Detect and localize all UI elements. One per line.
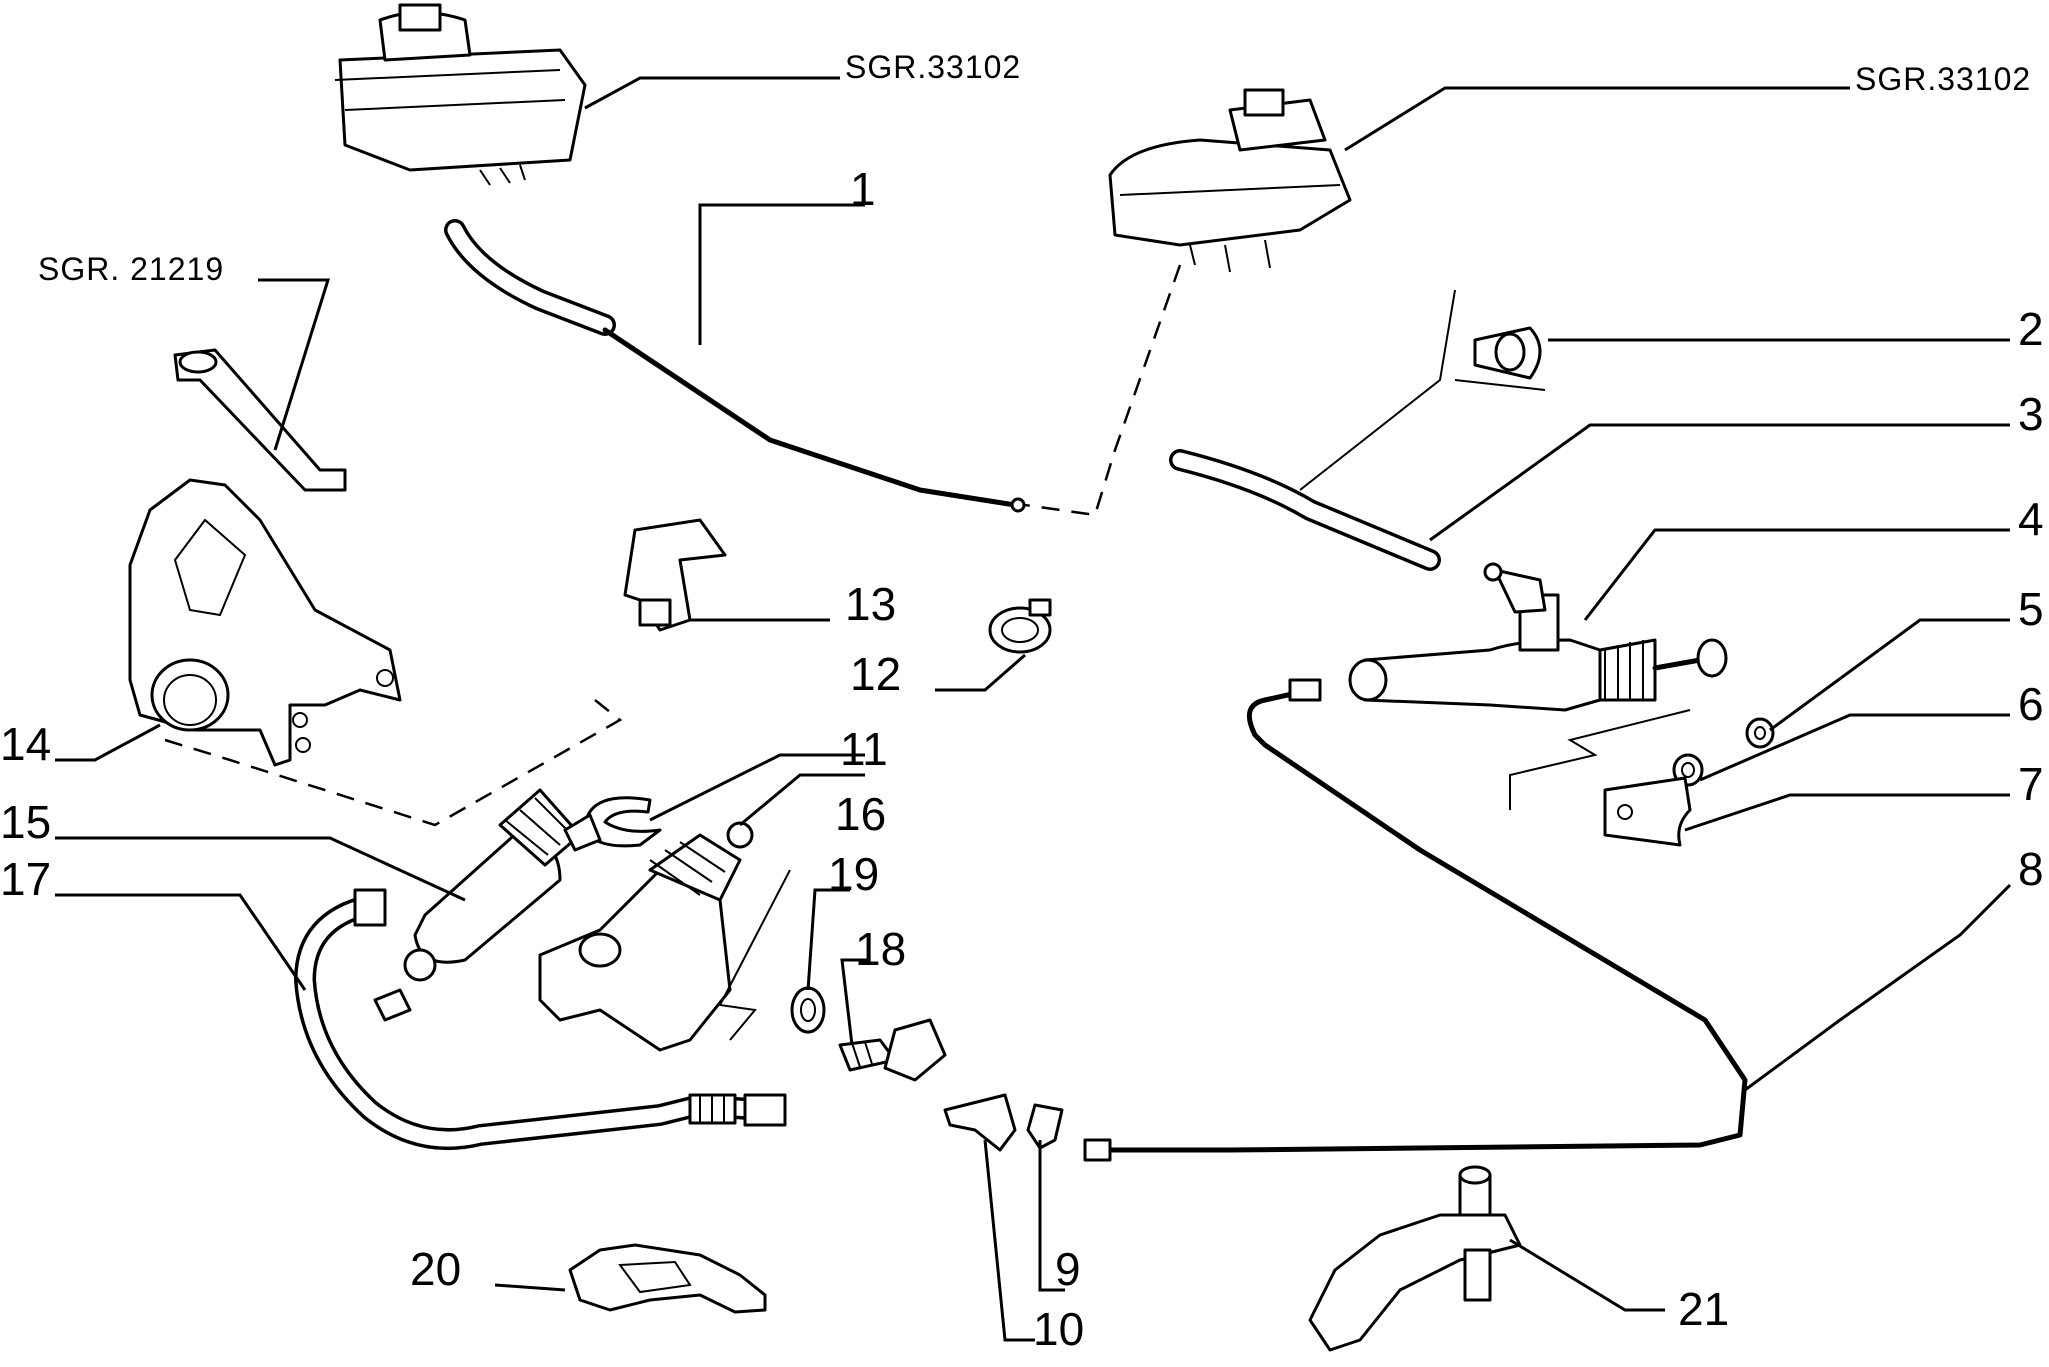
callout-3: 3 [2018,388,2044,440]
leader-17 [55,893,307,991]
part19-sealing-washer [790,986,826,1034]
leader-3 [1429,423,2010,542]
part15-slave-cylinder [373,788,602,1022]
part12-hose-clamp [988,598,1052,654]
callout-18: 18 [855,923,906,975]
part20-cable-holder [568,1243,767,1314]
part9-clip [1026,1103,1064,1150]
callout-6: 6 [2018,678,2044,730]
callout-7: 7 [2018,758,2044,810]
callout-10: 10 [1033,1303,1084,1355]
callout-20: 20 [410,1243,461,1295]
callout-13: 13 [845,578,896,630]
leader-18 [840,958,870,1046]
callout-5: 5 [2018,583,2044,635]
part16-slave-housing [538,821,754,1052]
leader-9 [1038,1140,1065,1292]
callout-2: 2 [2018,303,2044,355]
leader-10 [983,1139,1035,1342]
leader-pedal-lever [258,278,331,451]
step-bracket-line [1509,709,1691,810]
part4-master-cylinder [1348,562,1728,712]
leader-21 [1509,1238,1665,1312]
leader-16 [739,773,865,827]
part7-plate [1603,776,1692,847]
leader-14 [55,723,161,762]
part5-nut [1745,717,1775,749]
callout-9: 9 [1055,1243,1081,1295]
ref-reservoir-right: SGR.33102 [1855,61,2031,97]
pedal-lever [173,348,347,492]
dashed-connector-top [1024,264,1182,517]
leader-8 [1744,883,2012,1092]
callout-12: 12 [850,648,901,700]
callout-11: 11 [840,723,888,775]
callout-14: 14 [0,718,51,770]
callout-16: 16 [835,788,886,840]
callout-1: 1 [850,163,876,215]
callout-8: 8 [2018,843,2044,895]
ref-reservoir-left: SGR.33102 [845,49,1021,85]
leader-11 [649,753,865,822]
leader-reservoir-right [1344,86,1850,152]
callout-4: 4 [2018,493,2044,545]
zigzag-line-lower [718,869,791,1041]
reservoir-right [1108,88,1352,273]
leader-19 [806,888,850,991]
leader-15 [55,836,466,902]
reservoir-left [334,3,587,186]
leader-1 [698,203,865,345]
part13-clip [623,518,727,632]
part2-grommet [1473,326,1542,380]
callout-21: 21 [1678,1283,1729,1335]
part14-bracket [128,478,402,767]
leader-5 [1769,618,2010,732]
leader-6 [1699,713,2010,782]
part1-pipe [602,327,1018,508]
leader-20 [494,1283,566,1292]
part10-clip [943,1093,1017,1152]
part11-circlip [583,796,662,848]
part18-bolt [838,1018,947,1082]
part21-bracket [1308,1165,1522,1352]
leader-reservoir-left [584,76,840,110]
ref-pedal-lever: SGR. 21219 [38,251,224,287]
part8-rigid-pipe [1083,678,1748,1162]
leader-12 [935,653,1026,692]
callout-19: 19 [828,848,879,900]
callout-15: 15 [0,796,51,848]
dashed-connector-bracket [164,699,623,827]
leader-7 [1684,793,2010,832]
callout-17: 17 [0,853,51,905]
part17-hose-fittings [353,888,787,1127]
grommet-bracket-line [1299,289,1456,491]
leader-4 [1583,528,2010,621]
